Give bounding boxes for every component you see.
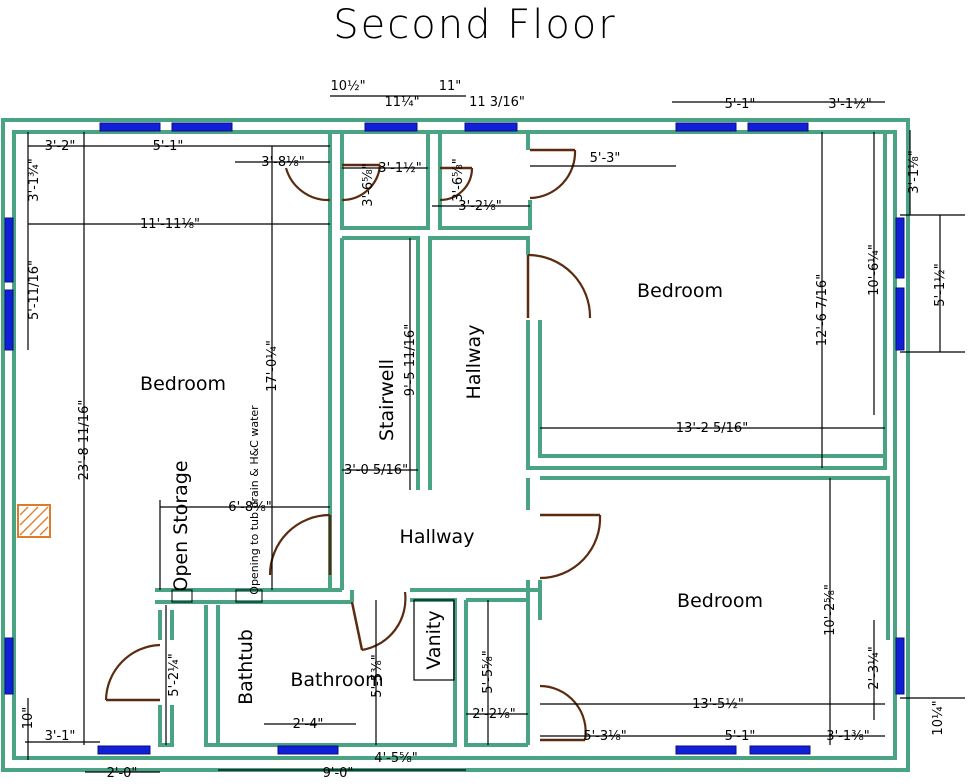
dim-10-half: 10½" <box>330 79 365 94</box>
dim-5-5-5-8: 5'-5⅝" <box>481 650 496 693</box>
dim-4-5-5-8: 4'-5⅝" <box>374 751 417 766</box>
dim-3-1-eighth-right: 3'-1⅛" <box>907 150 922 193</box>
dim-9-0-bottom: 9'-0" <box>323 766 354 781</box>
dim-5-3: 5'-3" <box>590 151 621 166</box>
fixtures <box>171 589 455 681</box>
dim-9-5-11-16: 9'-5 11/16" <box>403 324 418 396</box>
dim-5-3-eighth: 5'-3⅛" <box>583 729 626 744</box>
label-open-storage: Open Storage <box>170 460 192 591</box>
dim-12-6-7-16: 12'-6 7/16" <box>815 274 830 346</box>
dim-3-1-half-top-right: 3'-1½" <box>828 97 871 112</box>
dim-10-quarter-right: 10¼" <box>931 700 946 735</box>
dimension-lines <box>25 95 965 773</box>
dim-11-quarter: 11¼" <box>384 95 419 110</box>
label-hallway-vertical: Hallway <box>463 325 485 400</box>
dimension-labels: 10½" 11¼" 11" 11 3/16" 5'-1" 3'-1½" 3'-2… <box>21 79 948 781</box>
label-opening-note: Opening to tub drain & H&C water <box>248 405 261 595</box>
label-bathroom: Bathroom <box>290 669 383 691</box>
label-vanity: Vanity <box>423 610 445 669</box>
dim-11-3-16: 11 3/16" <box>469 95 525 110</box>
dim-17-0-quarter: 17'-0¼" <box>265 340 280 392</box>
dim-5-2-quarter: 5'-2¼" <box>167 653 182 696</box>
dim-6-8-5-8: 6'-8⅝" <box>228 500 271 515</box>
exterior-walls <box>1 118 910 772</box>
label-bedroom-top-right: Bedroom <box>637 280 723 302</box>
dim-10-left-bottom: 10" <box>21 707 36 730</box>
label-stairwell: Stairwell <box>376 359 398 441</box>
dim-3-8-eighth: 3'-8⅛" <box>261 155 304 170</box>
dim-3-1-bottom-left: 3'-1" <box>45 729 76 744</box>
dim-2-2-eighth: 2'-2⅛" <box>472 707 515 722</box>
dim-2-0-bottom: 2'-0" <box>107 766 138 781</box>
dim-5-1-top-left: 5'-1" <box>153 139 184 154</box>
doors <box>104 148 602 742</box>
dim-5-1-top-right: 5'-1" <box>725 97 756 112</box>
dim-5-5-3-8-bath: 5'-5⅜" <box>370 654 385 697</box>
dim-3-0-5-16: 3'-0 5/16" <box>344 463 408 478</box>
dim-13-5-half: 13'-5½" <box>692 697 744 712</box>
dim-3-6-5-8-b: 3'-6⅝" <box>451 158 466 201</box>
chimney <box>17 504 51 538</box>
dim-13-2-5-16: 13'-2 5/16" <box>676 421 748 436</box>
dim-3-2-top-left: 3'-2" <box>45 139 76 154</box>
dim-10-6-quarter: 10'-6¼" <box>867 244 882 296</box>
dim-3-1-3-8-bottom: 3'-1⅜" <box>826 729 869 744</box>
dim-3-6-5-8: 3'-6⅝" <box>361 163 376 206</box>
room-labels: Bedroom Bedroom Bedroom Stairwell Hallwa… <box>140 280 763 705</box>
dim-5-11-16-left: 5'-11/16" <box>27 260 42 320</box>
dim-11-top: 11" <box>439 79 462 94</box>
label-hallway-center: Hallway <box>400 526 475 548</box>
dim-23-8-11-16: 23'-8 11/16" <box>77 400 92 481</box>
label-bathtub: Bathtub <box>235 629 257 705</box>
dim-3-2-eighth: 3'-2⅛" <box>458 199 501 214</box>
dim-11-11-eighth: 11'-11⅛" <box>140 217 200 232</box>
dim-5-1-bottom: 5'-1" <box>725 729 756 744</box>
dim-2-3-quarter: 2'-3¼" <box>867 646 882 689</box>
dim-2-4: 2'-4" <box>293 717 324 732</box>
dim-3-1-half-closet: 3'-1½" <box>378 161 421 176</box>
plan-title: Second Floor <box>333 2 616 48</box>
dim-5-1-half-right: 5'-1½" <box>933 263 948 306</box>
dim-3-1-3-4-left: 3'-1¾" <box>27 158 42 201</box>
dim-10-2-5-8: 10'-2⅝" <box>823 584 838 636</box>
windows <box>4 122 905 755</box>
label-bedroom-left: Bedroom <box>140 373 226 395</box>
label-bedroom-bottom-right: Bedroom <box>677 590 763 612</box>
